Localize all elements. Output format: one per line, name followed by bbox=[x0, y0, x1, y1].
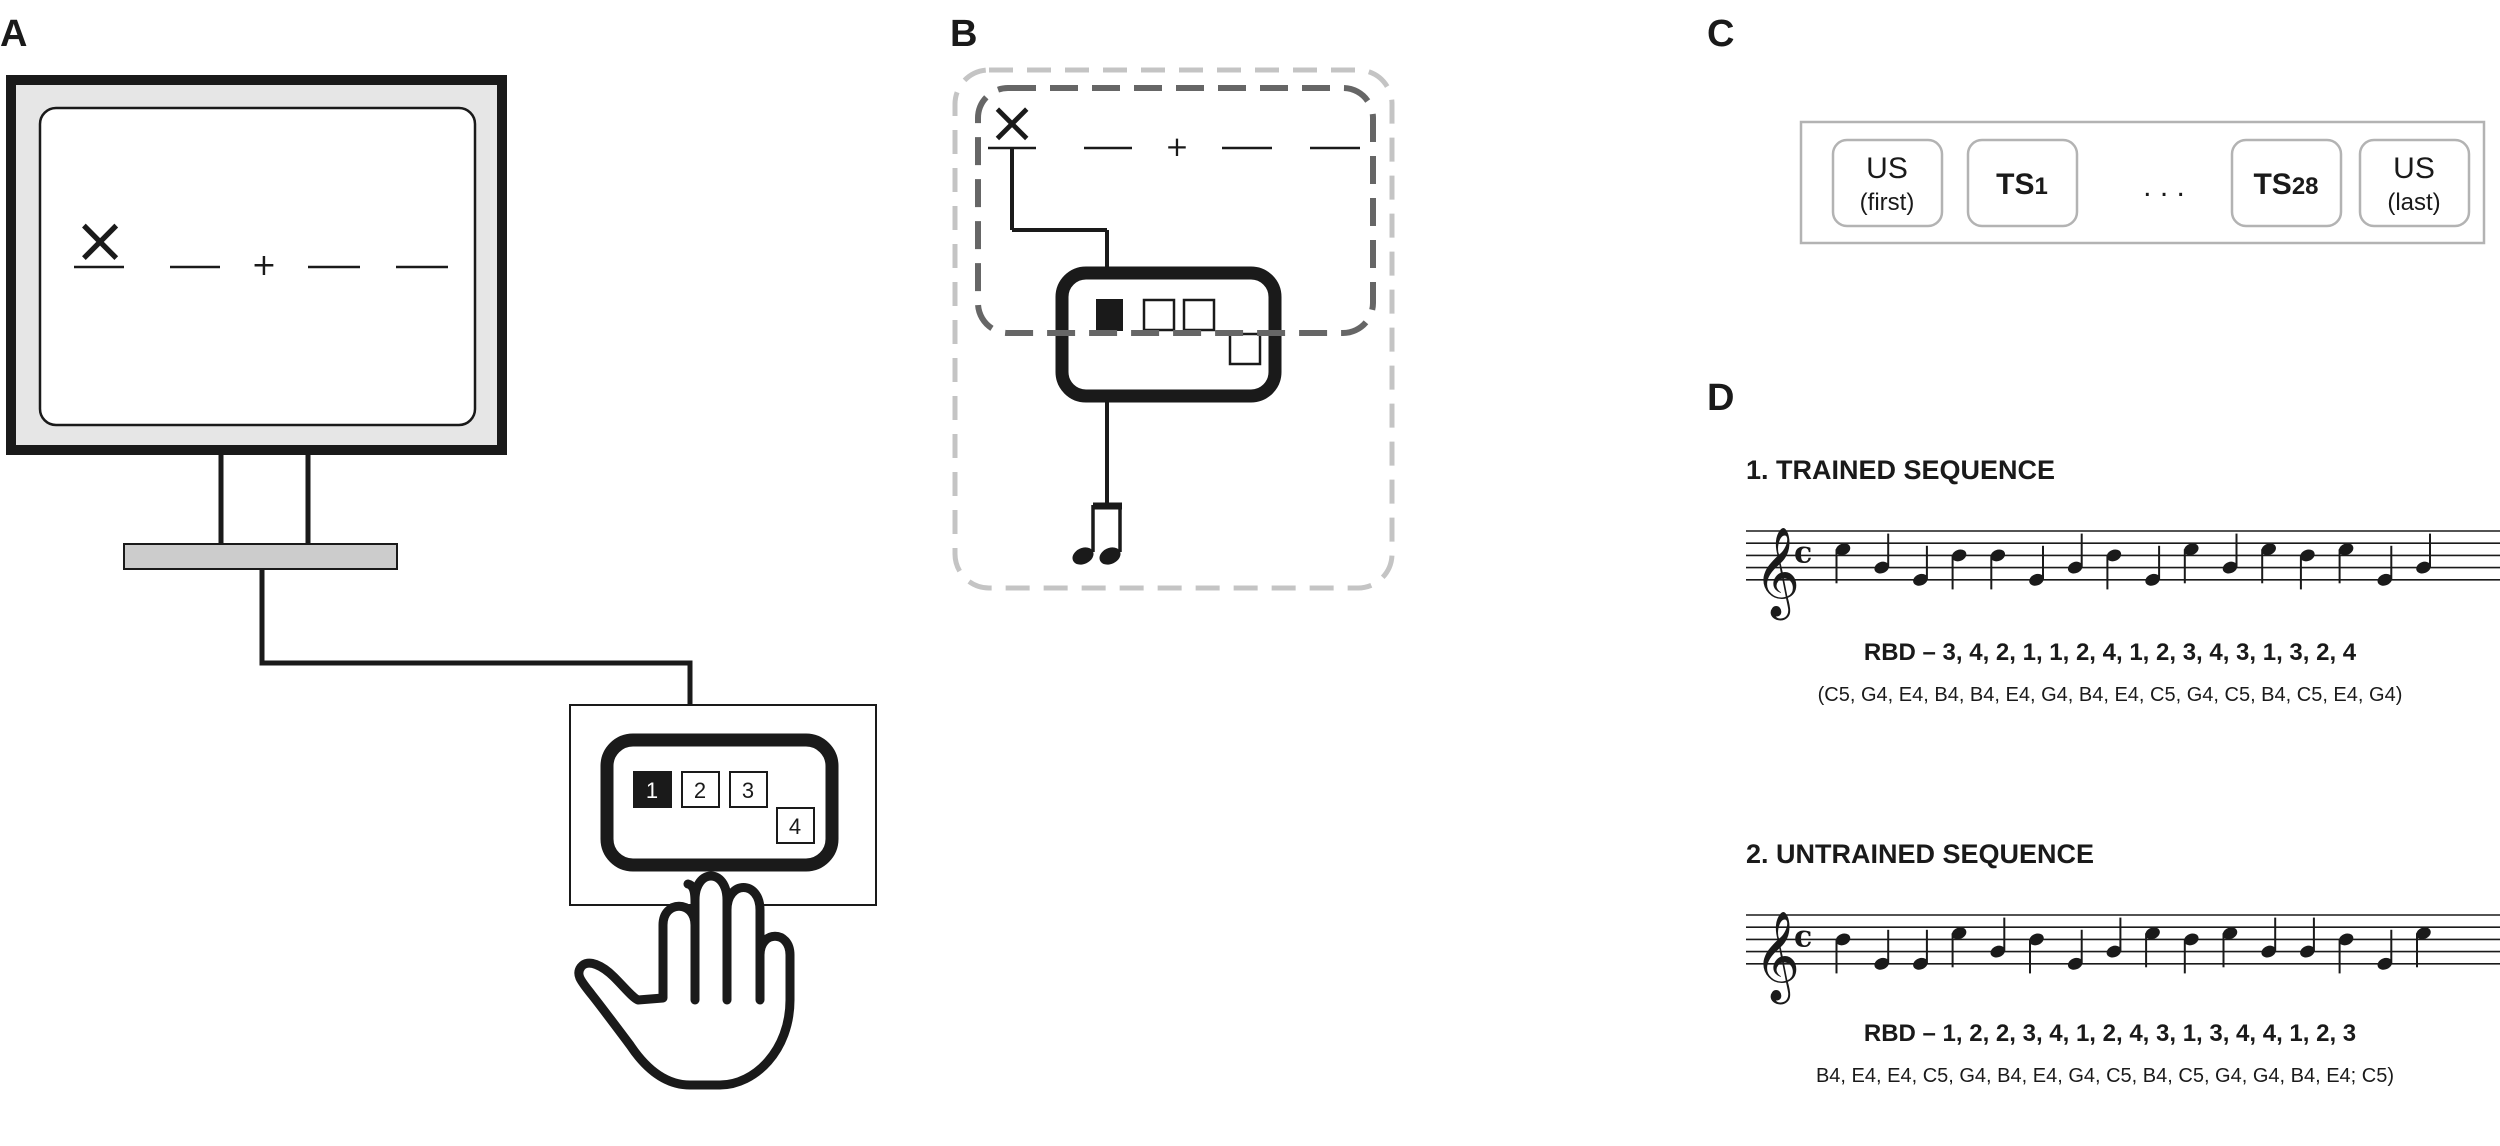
note-C5 bbox=[1951, 927, 1967, 968]
key-4 bbox=[776, 807, 815, 844]
note-E4 bbox=[2377, 545, 2393, 586]
panel-c-letter: C bbox=[1707, 13, 1734, 55]
block-us-first bbox=[1831, 138, 1944, 228]
block-ts-28-main: TS bbox=[2253, 168, 2291, 201]
note-G4 bbox=[2261, 917, 2277, 958]
note-E4 bbox=[2145, 545, 2161, 586]
trained-rbd: RBD – 3, 4, 2, 1, 1, 2, 4, 1, 2, 3, 4, 3… bbox=[1864, 639, 2357, 666]
untrained-notes: B4, E4, E4, C5, G4, B4, E4, G4, C5, B4, … bbox=[1816, 1065, 2394, 1087]
panel-d: D 1. TRAINED SEQUENCE 𝄞c RBD – 3, 4, 2, … bbox=[1707, 377, 2500, 1087]
key-b-3 bbox=[1182, 298, 1216, 332]
note-B4 bbox=[2029, 933, 2044, 974]
key-3 bbox=[729, 771, 768, 808]
key-4-label: 4 bbox=[789, 814, 801, 839]
key-2 bbox=[681, 771, 720, 808]
hand bbox=[574, 871, 795, 1090]
target-cross-b-icon: × bbox=[988, 88, 1037, 156]
key-1 bbox=[633, 771, 672, 808]
key-3-label: 3 bbox=[742, 778, 754, 803]
common-time-icon: c bbox=[1794, 920, 1812, 955]
note-G4 bbox=[2067, 533, 2083, 574]
panel-b: B × + bbox=[950, 13, 1395, 591]
target-cross-icon: × bbox=[73, 204, 127, 278]
note-B4 bbox=[1951, 549, 1967, 590]
treble-clef-icon: 𝄞 bbox=[1754, 527, 1800, 621]
key-1-label: 1 bbox=[646, 778, 658, 803]
note-B4 bbox=[2338, 933, 2354, 974]
key-2-label: 2 bbox=[694, 778, 706, 803]
trained-sequence: 1. TRAINED SEQUENCE 𝄞c RBD – 3, 4, 2, 1,… bbox=[1746, 455, 2500, 706]
block-ts-1-label: TS1 bbox=[1996, 168, 2048, 201]
note-G4 bbox=[1990, 917, 2006, 958]
block-ts-28-sub: 28 bbox=[2292, 173, 2319, 200]
trained-sequence-title: 1. TRAINED SEQUENCE bbox=[1746, 455, 2055, 485]
response-box: 1 2 3 4 bbox=[569, 704, 877, 906]
note-G4 bbox=[2300, 917, 2315, 958]
note-G4 bbox=[2416, 533, 2431, 574]
monitor-screen bbox=[38, 106, 477, 427]
note-C5 bbox=[2338, 543, 2354, 584]
block-ts-1-main: TS bbox=[1996, 168, 2034, 201]
block-us-last bbox=[2358, 138, 2471, 228]
untrained-sequence: 2. UNTRAINED SEQUENCE 𝄞c RBD – 1, 2, 2, … bbox=[1746, 839, 2500, 1087]
key-b-4 bbox=[1228, 332, 1262, 366]
block-us-last-sublabel: (last) bbox=[2387, 189, 2440, 216]
note-C5 bbox=[2416, 927, 2431, 968]
block-us-first-sublabel: (first) bbox=[1860, 189, 1915, 216]
note-C5 bbox=[2261, 543, 2276, 584]
cable bbox=[259, 569, 693, 740]
key-b-1 bbox=[1096, 299, 1123, 331]
untrained-rbd: RBD – 1, 2, 2, 3, 4, 1, 2, 4, 3, 1, 3, 4… bbox=[1864, 1020, 2356, 1047]
note-B4 bbox=[2299, 549, 2315, 590]
trained-notes: (C5, G4, E4, B4, B4, E4, G4, B4, E4, C5,… bbox=[1818, 684, 2403, 706]
common-time-icon: c bbox=[1794, 536, 1812, 571]
note-E4 bbox=[2377, 929, 2393, 970]
block-ts-1-sub: 1 bbox=[2034, 173, 2047, 200]
note-E4 bbox=[1913, 545, 1928, 586]
block-us-first-label: US bbox=[1866, 152, 1908, 185]
fixation-plus-b-icon: + bbox=[1165, 130, 1188, 163]
block-ts-28 bbox=[2230, 138, 2343, 228]
note-E4 bbox=[2067, 929, 2083, 970]
panel-b-letter: B bbox=[950, 13, 977, 55]
note-C5 bbox=[2222, 927, 2238, 968]
note-C5 bbox=[2145, 927, 2160, 968]
untrained-staff: 𝄞c bbox=[1746, 911, 2500, 1005]
panel-a-letter: A bbox=[0, 13, 27, 55]
key-b-2 bbox=[1142, 298, 1176, 332]
panel-d-letter: D bbox=[1707, 377, 1734, 419]
note-E4 bbox=[2029, 545, 2044, 586]
note-C5 bbox=[1835, 543, 1851, 584]
note-B4 bbox=[2183, 933, 2199, 974]
note-G4 bbox=[2106, 917, 2122, 958]
ellipsis: . . . bbox=[2143, 170, 2185, 203]
note-B4 bbox=[1835, 933, 1851, 974]
untrained-sequence-title: 2. UNTRAINED SEQUENCE bbox=[1746, 839, 2094, 869]
note-C5 bbox=[2183, 543, 2199, 584]
note-G4 bbox=[1874, 533, 1890, 574]
monitor-base bbox=[123, 543, 398, 570]
note-B4 bbox=[1990, 549, 2006, 590]
monitor: × + bbox=[6, 75, 507, 570]
treble-clef-icon: 𝄞 bbox=[1754, 911, 1800, 1005]
fixation-plus-icon: + bbox=[251, 248, 276, 283]
panel-c: C US (first) TS1 . . . TS28 US (last) bbox=[1707, 13, 2486, 245]
note-E4 bbox=[1913, 929, 1928, 970]
note-E4 bbox=[1874, 929, 1890, 970]
trained-staff: 𝄞c bbox=[1746, 527, 2500, 621]
music-note-icon bbox=[1072, 502, 1122, 565]
screen-dark-dashed-frame bbox=[975, 85, 1376, 336]
block-ts-28-label: TS28 bbox=[2253, 168, 2318, 201]
trial-light-dashed-frame bbox=[952, 67, 1395, 591]
note-G4 bbox=[2222, 533, 2238, 574]
note-B4 bbox=[2106, 549, 2122, 590]
panel-a: A × + 1 2 3 4 bbox=[0, 13, 877, 1090]
block-us-last-label: US bbox=[2393, 152, 2435, 185]
block-ts-1 bbox=[1966, 138, 2079, 228]
